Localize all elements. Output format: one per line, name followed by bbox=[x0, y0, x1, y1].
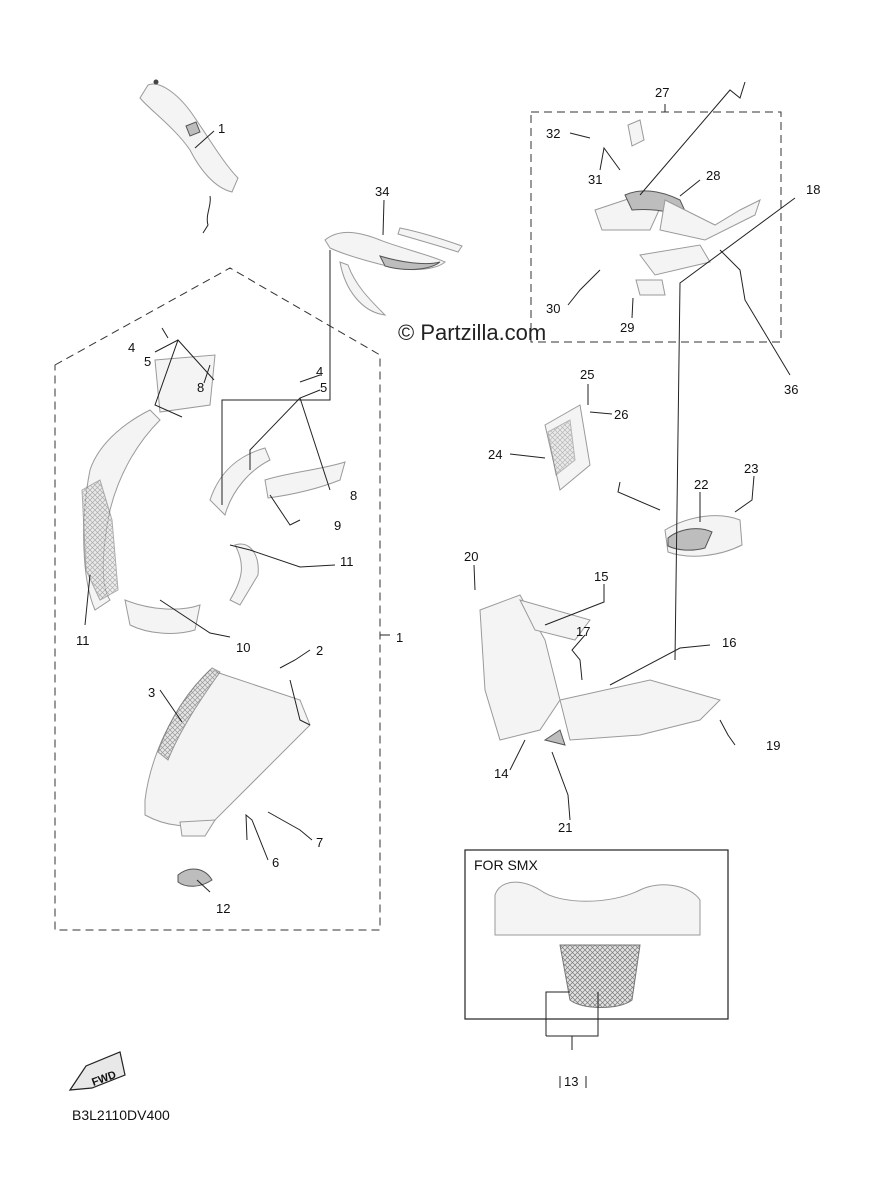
smx-inset-box bbox=[464, 849, 729, 1020]
fwd-arrow-icon: FWD bbox=[68, 1051, 126, 1091]
bracket-part-24 bbox=[544, 404, 591, 491]
callout-21: 21 bbox=[558, 820, 572, 835]
callout-11-right: 11 bbox=[340, 554, 354, 569]
windscreen-part-3 bbox=[144, 667, 311, 837]
callout-20: 20 bbox=[464, 549, 478, 564]
callout-16: 16 bbox=[722, 635, 736, 650]
callout-5-right: 5 bbox=[320, 380, 327, 395]
stay-part-14 bbox=[479, 594, 721, 746]
smx-part-13 bbox=[494, 881, 701, 1008]
callout-30: 30 bbox=[546, 301, 560, 316]
assembly-1-outline bbox=[54, 267, 381, 931]
callout-29: 29 bbox=[620, 320, 634, 335]
callout-26: 26 bbox=[614, 407, 628, 422]
callout-32: 32 bbox=[546, 126, 560, 141]
callout-8-right: 8 bbox=[350, 488, 357, 503]
meter-bracket-parts bbox=[594, 119, 761, 296]
mirror-part-35 bbox=[139, 79, 239, 234]
callout-12: 12 bbox=[216, 901, 230, 916]
callout-11-left: 11 bbox=[76, 633, 90, 648]
callout-10: 10 bbox=[236, 640, 250, 655]
callout-28: 28 bbox=[706, 168, 720, 183]
callout-13-brackets bbox=[559, 1076, 587, 1088]
light-part-12 bbox=[177, 868, 213, 887]
callout-1: 1 bbox=[396, 630, 403, 645]
callout-19: 19 bbox=[766, 738, 780, 753]
callout-8-left: 8 bbox=[197, 380, 204, 395]
left-fairing-panel bbox=[81, 354, 346, 634]
callout-33: 34 bbox=[375, 184, 389, 199]
callout-13: 13 bbox=[564, 1074, 578, 1089]
callout-22: 22 bbox=[694, 477, 708, 492]
callout-34: 36 bbox=[784, 382, 798, 397]
callout-labels: 1 34 4 5 8 4 5 8 9 11 11 10 1 2 3 7 6 12… bbox=[76, 85, 820, 1089]
callout-3: 3 bbox=[148, 685, 155, 700]
callout-4-left: 4 bbox=[128, 340, 135, 355]
callout-23: 23 bbox=[744, 461, 758, 476]
callout-9: 9 bbox=[334, 518, 341, 533]
meter-part-22 bbox=[664, 515, 743, 557]
callout-27: 27 bbox=[655, 85, 669, 100]
watermark: © Partzilla.com bbox=[398, 320, 546, 345]
callout-24: 24 bbox=[488, 447, 502, 462]
callout-6: 6 bbox=[272, 855, 279, 870]
callout-15: 15 bbox=[594, 569, 608, 584]
diagram-code: B3L2110DV400 bbox=[72, 1107, 170, 1123]
callout-4-right: 4 bbox=[316, 364, 323, 379]
callout-7: 7 bbox=[316, 835, 323, 850]
callout-31: 31 bbox=[588, 172, 602, 187]
assembly-27-outline bbox=[530, 111, 782, 343]
smx-box-label: FOR SMX bbox=[474, 857, 538, 873]
callout-2: 2 bbox=[316, 643, 323, 658]
callout-14: 14 bbox=[494, 766, 508, 781]
callout-25: 25 bbox=[580, 367, 594, 382]
callout-5-left: 5 bbox=[144, 354, 151, 369]
cowl-part-33 bbox=[324, 227, 463, 316]
callout-35: 1 bbox=[218, 121, 225, 136]
callout-18: 18 bbox=[806, 182, 820, 197]
callout-17: 17 bbox=[576, 624, 590, 639]
leader-lines bbox=[84, 81, 796, 1050]
